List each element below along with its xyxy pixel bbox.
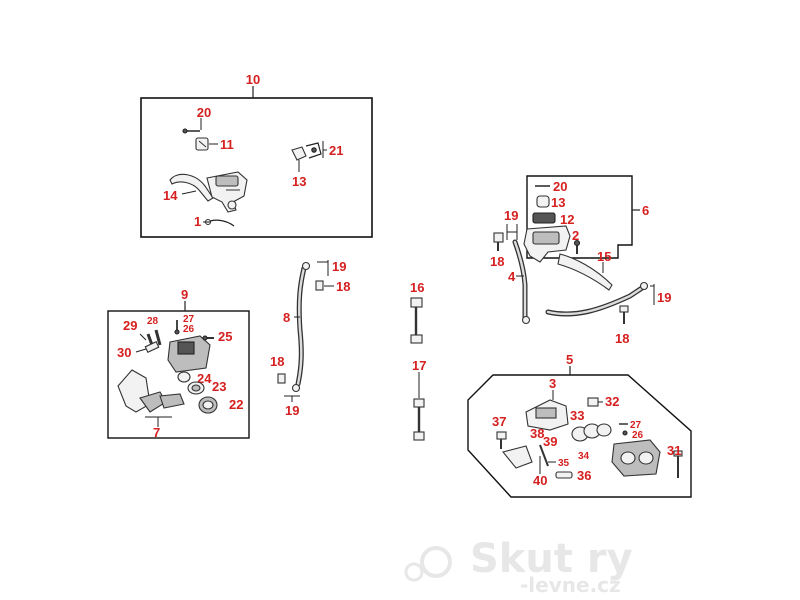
callout-18-d: 18	[270, 354, 284, 369]
assembly-5-box: 5 3 32 33 34 27 26	[467, 352, 692, 498]
piston-part-22	[198, 396, 218, 414]
assembly-9-box: 9 27 26 28 29 30 25 24 23	[107, 287, 250, 440]
callout-18-c: 18	[336, 279, 350, 294]
callout-14: 14	[163, 188, 178, 203]
callout-1: 1	[194, 214, 201, 229]
watermark-domain: -levne.cz	[520, 573, 621, 597]
pin-part-29	[146, 333, 154, 346]
callout-7: 7	[153, 425, 160, 440]
callout-18-b: 18	[615, 331, 629, 346]
assembly-10-box: 10 20 11 14	[140, 72, 373, 238]
callout-5: 5	[566, 352, 573, 367]
bracket-and-pads-part-7	[117, 369, 185, 413]
callout-16: 16	[410, 280, 424, 295]
switch-part-11	[195, 137, 209, 151]
brake-hose-part-4	[512, 239, 649, 325]
bolt-part-2	[573, 239, 581, 254]
callout-22: 22	[229, 397, 243, 412]
bolt-part-20	[182, 128, 200, 134]
banjo-bolt-upper-right	[493, 232, 504, 251]
callout-18-a: 18	[490, 254, 504, 269]
callout-19-c: 19	[332, 259, 346, 274]
callout-39: 39	[543, 434, 557, 449]
callout-27-b: 27	[630, 420, 642, 431]
washer-part-26-b	[622, 430, 628, 436]
callout-4: 4	[508, 269, 516, 284]
bolt-part-37	[496, 431, 507, 449]
lever-part-14	[169, 173, 214, 202]
bleeder-part-25	[202, 335, 214, 341]
banjo-bolt-lower-right	[619, 305, 629, 324]
callout-8: 8	[283, 310, 290, 325]
callout-23: 23	[212, 379, 226, 394]
caliper-housing-part-5	[611, 439, 661, 477]
callout-19-b: 19	[657, 290, 671, 305]
pin-part-1	[204, 218, 235, 227]
callout-37: 37	[492, 414, 506, 429]
callout-35: 35	[558, 458, 570, 469]
seal-part-23	[187, 381, 205, 395]
diaphragm-part-12	[532, 212, 556, 224]
pin-part-28	[154, 329, 162, 346]
watermark-brand: Skut ry	[470, 536, 633, 582]
callout-28: 28	[147, 316, 159, 327]
callout-38: 38	[530, 426, 544, 441]
bolt-part-31	[673, 450, 683, 478]
callout-10: 10	[246, 72, 260, 87]
callout-36: 36	[577, 468, 591, 483]
callout-26-a: 26	[183, 324, 195, 335]
callout-34: 34	[578, 451, 590, 462]
callout-30: 30	[117, 345, 131, 360]
caliper-bracket-part-3	[525, 399, 569, 431]
callout-2: 2	[572, 228, 579, 243]
seal-part-24	[177, 371, 191, 383]
brake-switch-part-13	[291, 142, 322, 161]
callout-13-b: 13	[551, 195, 565, 210]
washer-part-26-a	[174, 329, 180, 335]
callout-3: 3	[549, 376, 556, 391]
callout-31: 31	[667, 443, 681, 458]
caliper-body-part-9	[167, 335, 211, 373]
callout-20-a: 20	[197, 105, 211, 120]
bolt-part-17	[413, 398, 425, 441]
cap-part-13	[536, 195, 550, 208]
callout-19-d: 19	[285, 403, 299, 418]
watermark-logo: Skut ry -levne.cz	[404, 536, 633, 597]
callout-40: 40	[533, 473, 547, 488]
callout-6: 6	[642, 203, 649, 218]
callout-17: 17	[412, 358, 426, 373]
seals-part-33-34	[571, 423, 612, 442]
callout-26-b: 26	[632, 430, 644, 441]
master-cylinder-part-6	[523, 225, 571, 263]
callout-11: 11	[220, 137, 234, 152]
callout-24: 24	[197, 371, 212, 386]
spring-plate-part-38	[502, 445, 533, 469]
callout-25: 25	[218, 329, 232, 344]
callout-13-a: 13	[292, 174, 306, 189]
callout-19-a: 19	[504, 208, 518, 223]
callout-21: 21	[329, 143, 343, 158]
callout-29: 29	[123, 318, 137, 333]
lever-part-15	[557, 253, 613, 291]
callout-33: 33	[570, 408, 584, 423]
callout-32: 32	[605, 394, 619, 409]
pin-part-39	[539, 444, 549, 467]
bleeder-part-32	[587, 397, 603, 407]
boot-part-30	[144, 341, 160, 353]
pin-part-36	[555, 471, 573, 479]
callout-20-b: 20	[553, 179, 567, 194]
callout-12: 12	[560, 212, 574, 227]
brake-hose-part-8	[277, 261, 324, 393]
master-cylinder-body	[206, 171, 248, 213]
assembly-6-box: 6 20 13 12 2 15	[523, 175, 649, 291]
callout-9: 9	[181, 287, 188, 302]
callout-15: 15	[597, 249, 611, 264]
callout-27-a: 27	[183, 314, 195, 325]
bleeder-part-16	[410, 297, 423, 344]
